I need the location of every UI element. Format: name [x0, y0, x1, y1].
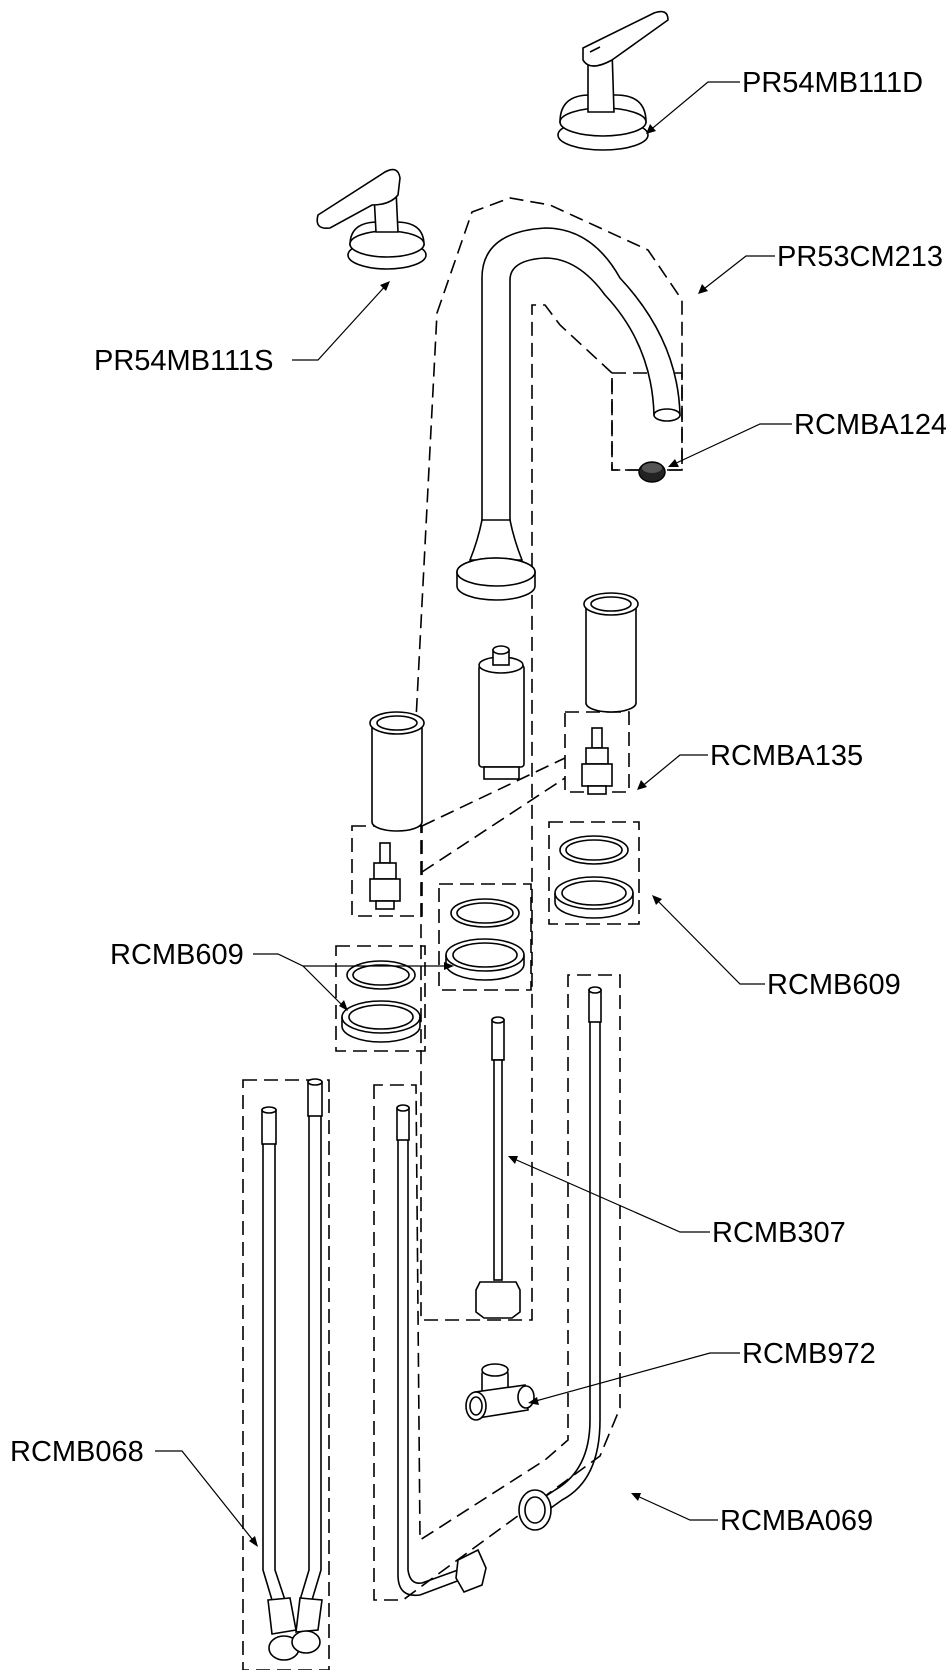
cartridge-link-outline-1 [421, 757, 566, 827]
leader-rcmb972 [528, 1352, 740, 1405]
hose-group-right-outline [373, 974, 621, 1601]
cartridge-link-outline-2 [421, 777, 566, 873]
washer-box-right-outline [548, 821, 640, 925]
label-pr54mb111s: PR54MB111S [94, 345, 273, 377]
leader-rcmba124 [668, 423, 792, 467]
leader-pr54mb111d [646, 81, 740, 134]
label-pr54mb111d: PR54MB111D [742, 67, 923, 99]
sleeve-right-part [583, 592, 639, 713]
washer-right-part [554, 835, 634, 919]
aerator-part [638, 461, 666, 483]
washer-box-left-outline [335, 945, 426, 1052]
label-rcmb609-left: RCMB609 [110, 939, 244, 971]
cartridge-left-part [369, 842, 401, 910]
spout-part [456, 227, 681, 601]
handle-right-part [557, 10, 669, 151]
leader-rcmb609-left [253, 953, 454, 1011]
supply-tube-part [475, 1016, 521, 1319]
washer-box-center-outline [438, 883, 532, 991]
label-rcmba135: RCMBA135 [710, 740, 863, 772]
hose-pair-left-part [261, 1078, 323, 1661]
label-rcmb609-right: RCMB609 [767, 969, 901, 1001]
leader-rcmb609-right [652, 895, 765, 985]
washer-center-part [445, 898, 525, 981]
label-pr53cm213: PR53CM213 [777, 241, 943, 273]
hose-right-part [396, 986, 602, 1597]
label-rcmb972: RCMB972 [742, 1338, 876, 1370]
leader-rcmba135 [637, 754, 708, 790]
tee-fitting-part [465, 1363, 535, 1421]
leader-rcmb068 [155, 1450, 258, 1547]
label-rcmb307: RCMB307 [712, 1217, 846, 1249]
cartridge-right-part [581, 727, 613, 795]
leader-pr54mb111s [292, 281, 390, 361]
label-rcmba124: RCMBA124 [794, 409, 946, 441]
sleeve-left-part [369, 711, 425, 832]
leader-rcmb307 [508, 1156, 710, 1233]
center-shank-part [478, 645, 525, 780]
handle-left-part [316, 168, 427, 270]
label-rcmba069: RCMBA069 [720, 1505, 873, 1537]
washer-left-part [341, 960, 421, 1043]
label-rcmb068: RCMB068 [10, 1436, 144, 1468]
leader-rcmba069 [631, 1493, 718, 1521]
leader-pr53cm213 [698, 255, 775, 294]
